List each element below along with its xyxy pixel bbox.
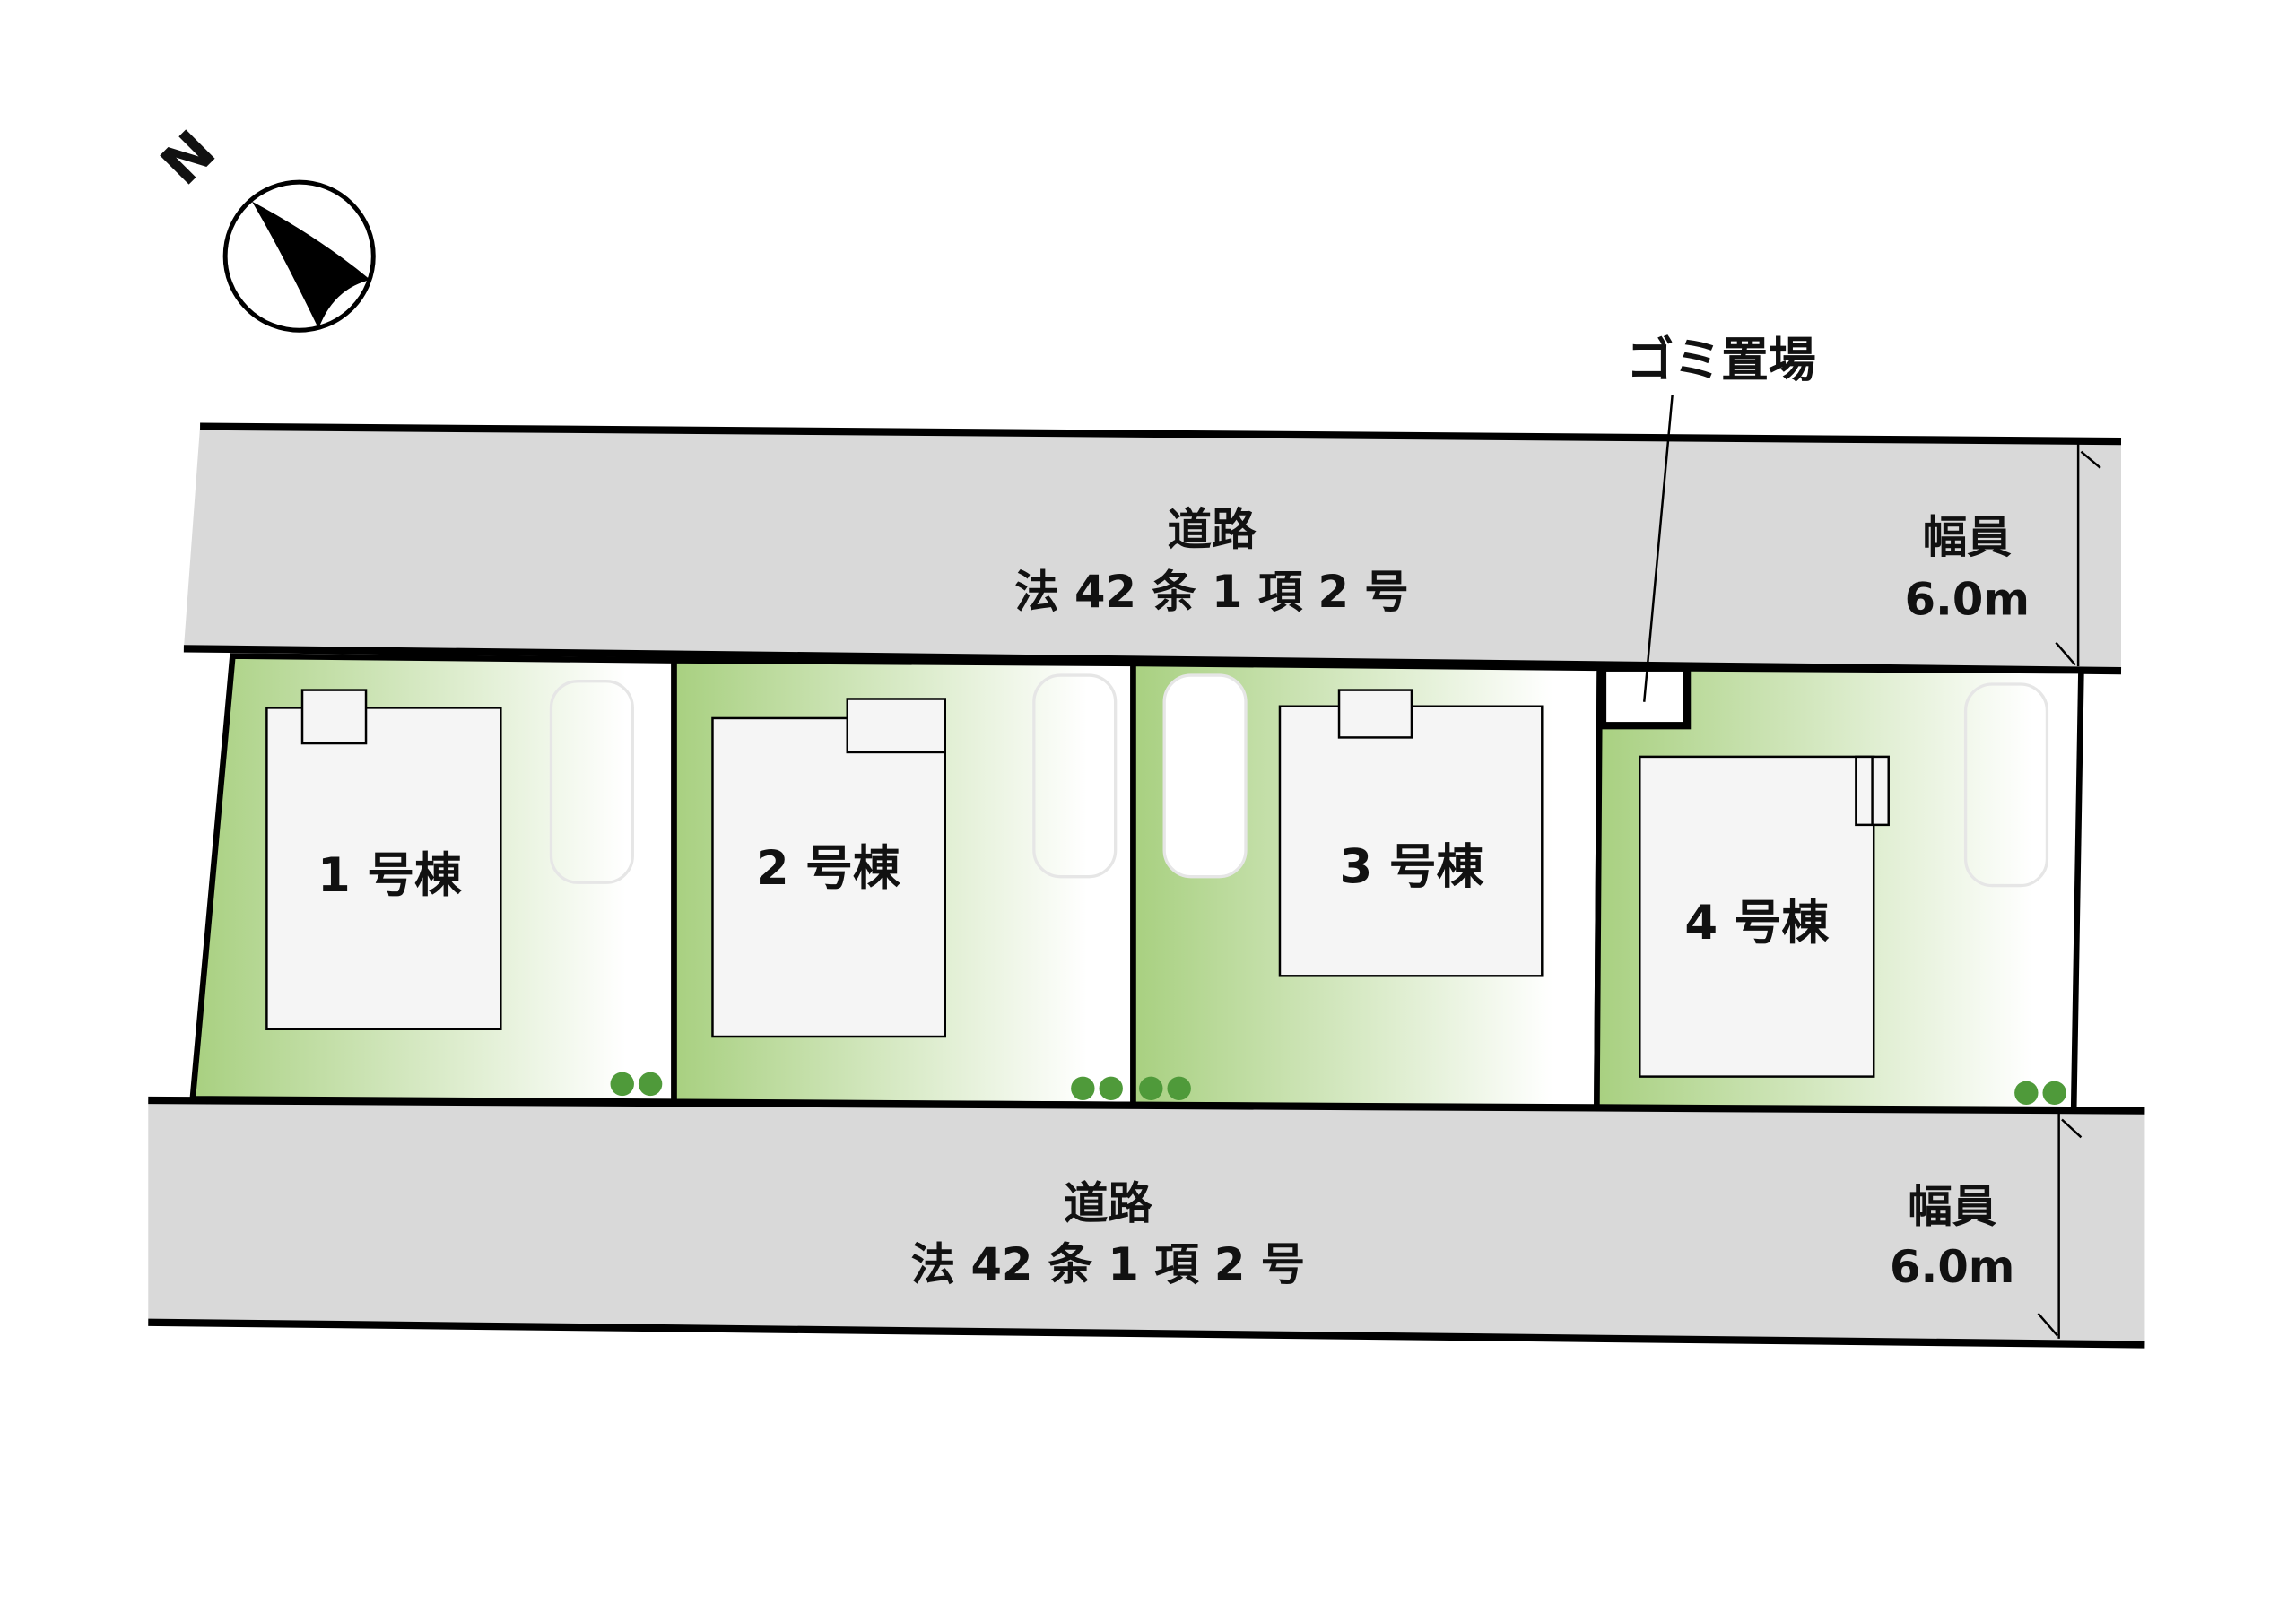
tree-icon bbox=[1071, 1076, 1123, 1101]
bottom-road-width-label: 幅員 bbox=[1908, 1180, 1997, 1232]
bottom-road: 道路 法 42 条 1 項 2 号 幅員 6.0m bbox=[148, 1096, 2145, 1349]
tree-icon bbox=[2014, 1081, 2066, 1105]
lot-1: 1 号棟 bbox=[189, 653, 677, 1106]
garbage-area: ゴミ置場 bbox=[1598, 333, 1816, 730]
lot-3-label: 3 号棟 bbox=[1340, 839, 1484, 894]
house-2 bbox=[711, 716, 946, 1038]
north-compass-icon: N bbox=[149, 118, 376, 333]
compass-n-label: N bbox=[149, 118, 229, 198]
car-icon bbox=[549, 680, 634, 884]
lot-4: 4 号棟 bbox=[1594, 664, 2084, 1114]
tree-icon bbox=[1139, 1076, 1191, 1101]
lot-2: 2 号棟 bbox=[671, 657, 1136, 1108]
bottom-road-law: 法 42 条 1 項 2 号 bbox=[911, 1238, 1305, 1290]
tree-icon bbox=[610, 1072, 663, 1097]
bottom-road-name: 道路 bbox=[1064, 1177, 1153, 1229]
top-road-law: 法 42 条 1 項 2 号 bbox=[1014, 566, 1408, 618]
lot-4-label: 4 号棟 bbox=[1684, 896, 1829, 950]
top-road-width-value: 6.0m bbox=[1905, 573, 2030, 625]
car-icon bbox=[1963, 682, 2049, 888]
car-icon bbox=[1162, 673, 1248, 879]
garbage-label: ゴミ置場 bbox=[1626, 333, 1815, 387]
top-road-name: 道路 bbox=[1167, 504, 1257, 556]
top-road: 道路 法 42 条 1 項 2 号 幅員 6.0m bbox=[183, 422, 2122, 675]
lot-3: 3 号棟 bbox=[1130, 660, 1604, 1111]
house-4 bbox=[1639, 755, 1875, 1078]
lot-1-label: 1 号棟 bbox=[317, 848, 462, 903]
house-1 bbox=[265, 707, 502, 1031]
car-icon bbox=[1032, 673, 1118, 879]
top-road-width-label: 幅員 bbox=[1923, 511, 2013, 563]
lot-2-label: 2 号棟 bbox=[756, 841, 900, 896]
bottom-road-width-value: 6.0m bbox=[1890, 1241, 2014, 1293]
